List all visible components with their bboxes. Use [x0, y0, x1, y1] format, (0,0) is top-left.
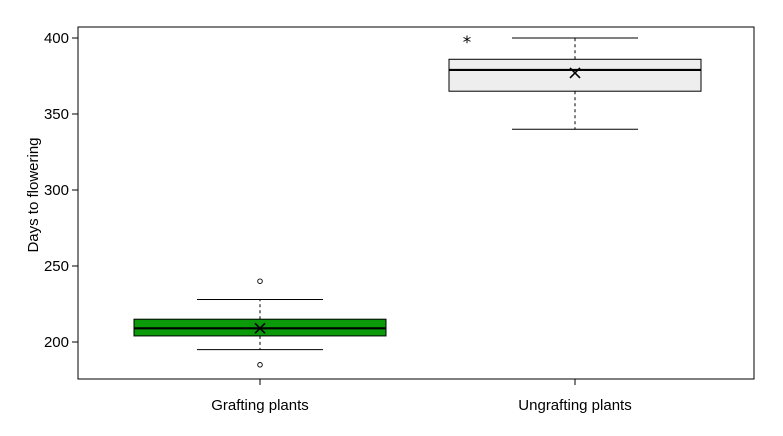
- box-series: *: [133, 33, 702, 368]
- mean-marker: [254, 322, 266, 334]
- x-axis: Grafting plants Ungrafting plants: [211, 379, 632, 414]
- y-tick-label: 200: [44, 334, 69, 351]
- y-tick-label: 250: [44, 258, 69, 275]
- outlier-point: [257, 362, 263, 368]
- y-tick-label: 400: [44, 30, 69, 47]
- box-group: [133, 278, 387, 368]
- y-axis-title: Days to flowering: [25, 137, 42, 252]
- mean-marker: [569, 67, 581, 79]
- outlier-star: *: [463, 33, 472, 53]
- x-tick-label: Grafting plants: [211, 397, 309, 414]
- plot-frame: [77, 26, 755, 380]
- iqr-box: [448, 58, 702, 92]
- y-tick-label: 300: [44, 182, 69, 199]
- y-tick-label: 350: [44, 106, 69, 123]
- outlier-point: [257, 278, 263, 284]
- y-axis: 200 250 300 350 400: [44, 30, 78, 351]
- x-tick-label: Ungrafting plants: [518, 397, 631, 414]
- box-group: *: [448, 33, 702, 130]
